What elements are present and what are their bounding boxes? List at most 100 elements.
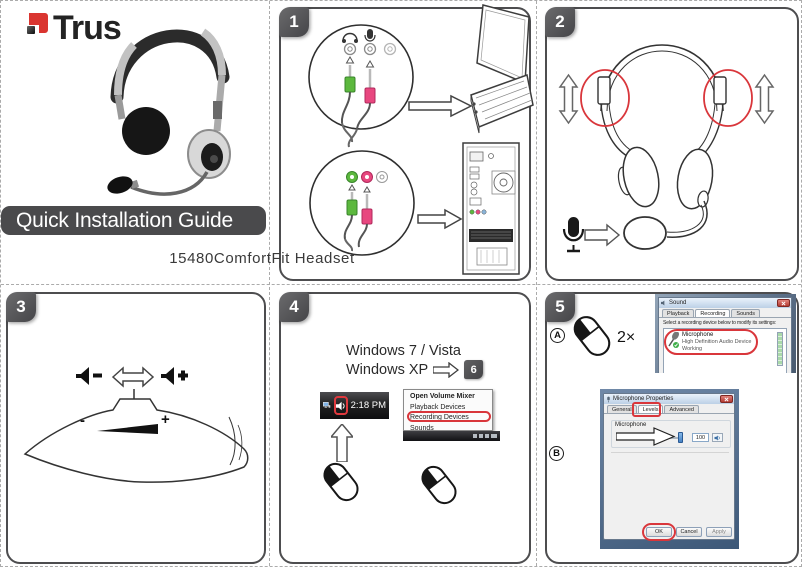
microphone-red-circle: [664, 329, 758, 355]
red-circle-right: [703, 69, 753, 127]
device-desc: High Definition Audio Device: [682, 339, 752, 345]
volume-down-icon: [76, 367, 102, 385]
pink-plug2-icon: [344, 194, 373, 252]
left-slider: [597, 76, 611, 105]
right-slider: [713, 76, 727, 105]
arrow-right-overlay-icon: [616, 427, 676, 446]
menu-item-recording-devices: Recording Devices: [410, 414, 469, 421]
green-plug2-icon: [343, 192, 358, 240]
levels-tab-red-box: [632, 402, 661, 417]
step1-badge: 1: [279, 7, 309, 37]
step4-panel: [279, 292, 531, 564]
red-circle-left: [580, 69, 630, 127]
volume-up-icon: [161, 367, 188, 385]
device-name: Microphone: [682, 332, 714, 338]
step1-illustration: [308, 4, 534, 275]
os-line1: Windows 7 / Vista: [346, 343, 461, 359]
leftright-arrow-icon: [111, 366, 155, 388]
mic-foam: [623, 216, 667, 250]
step1-panel: [279, 7, 531, 281]
divider-horizontal: [1, 284, 801, 285]
label-a: A: [550, 328, 565, 343]
colored-sockets: [346, 171, 388, 183]
tab-levels: Levels: [637, 405, 664, 413]
speaker-small-icon: [714, 434, 720, 441]
laptop-drawing: [470, 4, 534, 134]
headset-photo: [107, 28, 231, 196]
tab-playback: Playback: [662, 309, 695, 317]
double-click-count: 2×: [617, 329, 636, 346]
sound-dialog-instruction: Select a recording device below to modif…: [663, 320, 777, 326]
mic-properties-screenshot: Microphone Properties General Levels Adv…: [600, 389, 739, 549]
slider-thumb: [678, 432, 683, 443]
cancel-button: Cancel: [676, 527, 702, 537]
pink-plug-icon: [341, 69, 376, 148]
label-b: B: [549, 446, 564, 461]
recording-devices-red-circle: [407, 411, 491, 422]
arrow-right2-icon: [417, 208, 463, 230]
updown-arrow-left-icon: [558, 73, 579, 125]
device-status: Working: [682, 346, 703, 352]
sound-dialog-titlebar: Sound: [659, 298, 791, 308]
guide-title-banner: Quick Installation Guide: [1, 206, 266, 235]
mouse-double-click-icon: [567, 312, 617, 360]
close-icon: [777, 299, 790, 307]
tray-context-menu: Open Volume Mixer Playback Devices Recor…: [403, 389, 493, 432]
divider-vertical-1: [269, 1, 270, 566]
tab-recording: Recording: [695, 309, 731, 317]
minus-label: -: [80, 412, 85, 429]
divider: [611, 452, 729, 453]
tab-general: General: [607, 405, 637, 413]
brand-name: Trus: [53, 9, 122, 47]
volume-wedge: [97, 424, 158, 434]
guide-title: Quick Installation Guide: [16, 209, 233, 232]
slider-label: Microphone: [615, 422, 647, 428]
menu-item-open-volume-mixer: Open Volume Mixer: [410, 393, 475, 400]
speaker-small-icon: [661, 300, 665, 306]
level-meter: [777, 332, 783, 366]
step3-illustration: - +: [23, 366, 249, 483]
volume-wheel-body: [23, 398, 249, 483]
divider-vertical-2: [536, 1, 537, 566]
mic-dialog-titlebar: Microphone Properties: [604, 394, 734, 404]
menu-item-sounds: Sounds: [410, 424, 434, 432]
ok-red-circle: [642, 523, 676, 541]
menu-item-playback-devices: Playback Devices: [410, 403, 466, 411]
step2-illustration: [558, 44, 775, 253]
headphone-icon: [342, 32, 358, 43]
step3-panel: [6, 292, 266, 564]
step6-ref-badge: 6: [464, 360, 484, 379]
step3-badge: 3: [6, 292, 36, 322]
tower-drawing: [462, 142, 520, 275]
os-line2: Windows XP: [346, 361, 429, 378]
tab-sounds: Sounds: [731, 309, 761, 317]
level-value: 100: [692, 433, 709, 442]
step5-panel: [545, 292, 799, 564]
arrow-right-icon: [408, 94, 473, 118]
arrow-up-icon: [331, 424, 353, 462]
right-earpad: [676, 148, 714, 210]
step2-panel: [545, 7, 799, 281]
sound-dialog-tabs: Playback Recording Sounds: [659, 308, 791, 318]
green-plug-icon: [340, 65, 356, 124]
taskbar-clock: 2:18 PM: [350, 400, 386, 411]
updown-arrow-right-icon: [754, 73, 775, 125]
mouse-click-icon: [319, 459, 363, 505]
mouse-click-icon: [417, 462, 461, 508]
apply-button: Apply: [706, 527, 732, 537]
step4-badge: 4: [279, 292, 309, 322]
mic-small-icon: [607, 396, 610, 402]
speaker-tray-icon: [335, 401, 345, 410]
network-icon: [323, 402, 331, 408]
sound-dialog: Sound Playback Recording Sounds Select a…: [658, 297, 792, 373]
step5-badge: 5: [545, 292, 575, 322]
jack-sockets: [343, 42, 397, 56]
sound-dialog-title: Sound: [669, 300, 687, 306]
slider-groupbox: [611, 420, 731, 448]
sound-dialog-screenshot: Sound Playback Recording Sounds Select a…: [655, 294, 796, 373]
arrow-right-icon: [584, 223, 621, 247]
taskbar-strip: [403, 431, 500, 441]
os-labels: Windows 7 / Vista Windows XP 6: [346, 342, 484, 379]
mute-button: [712, 433, 723, 442]
